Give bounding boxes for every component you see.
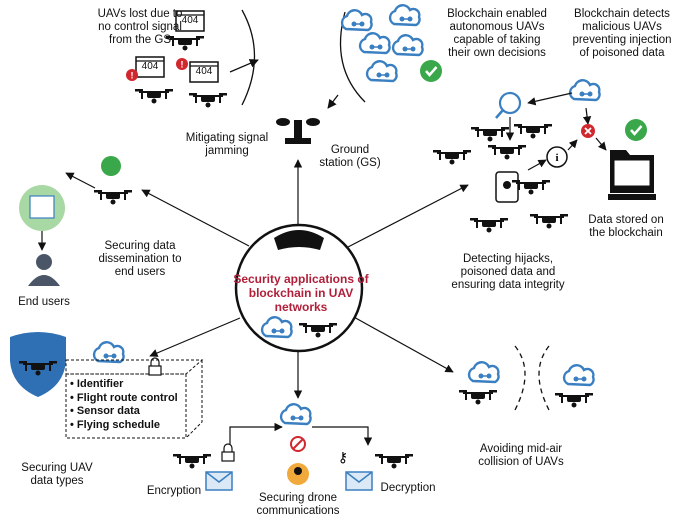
connector-arrows — [141, 159, 469, 399]
lost-uavs-group — [126, 9, 259, 109]
screen-404-a: 404 — [181, 15, 199, 26]
detection-group: i — [432, 79, 656, 234]
svg-text:⚷: ⚷ — [338, 450, 348, 466]
user-icon — [36, 254, 52, 270]
list-item: Flying schedule — [70, 419, 178, 433]
screen-404-c: 404 — [195, 66, 213, 77]
screen-404-b: 404 — [141, 61, 159, 72]
police-cap-icon — [274, 230, 324, 250]
svg-text:i: i — [555, 152, 558, 164]
lock-icon — [148, 365, 162, 376]
list-item: Sensor data — [70, 405, 178, 419]
data-types-group — [10, 332, 204, 439]
label-end-users: End users — [18, 296, 70, 308]
label-decryption: Decryption — [380, 482, 436, 494]
data-types-list: Identifier Flight route control Sensor d… — [70, 378, 178, 432]
autonomous-group — [327, 4, 444, 109]
center-title: Security applications of blockchain in U… — [233, 272, 369, 314]
label-encryption: Encryption — [146, 485, 202, 497]
dissemination-group — [19, 156, 133, 286]
list-item: Flight route control — [70, 392, 178, 406]
list-item: Identifier — [70, 378, 178, 392]
communications-group: ⚷ — [172, 403, 414, 491]
ground-station-icon — [276, 118, 320, 144]
collision-group — [458, 345, 595, 411]
magnifier-icon — [498, 91, 522, 115]
